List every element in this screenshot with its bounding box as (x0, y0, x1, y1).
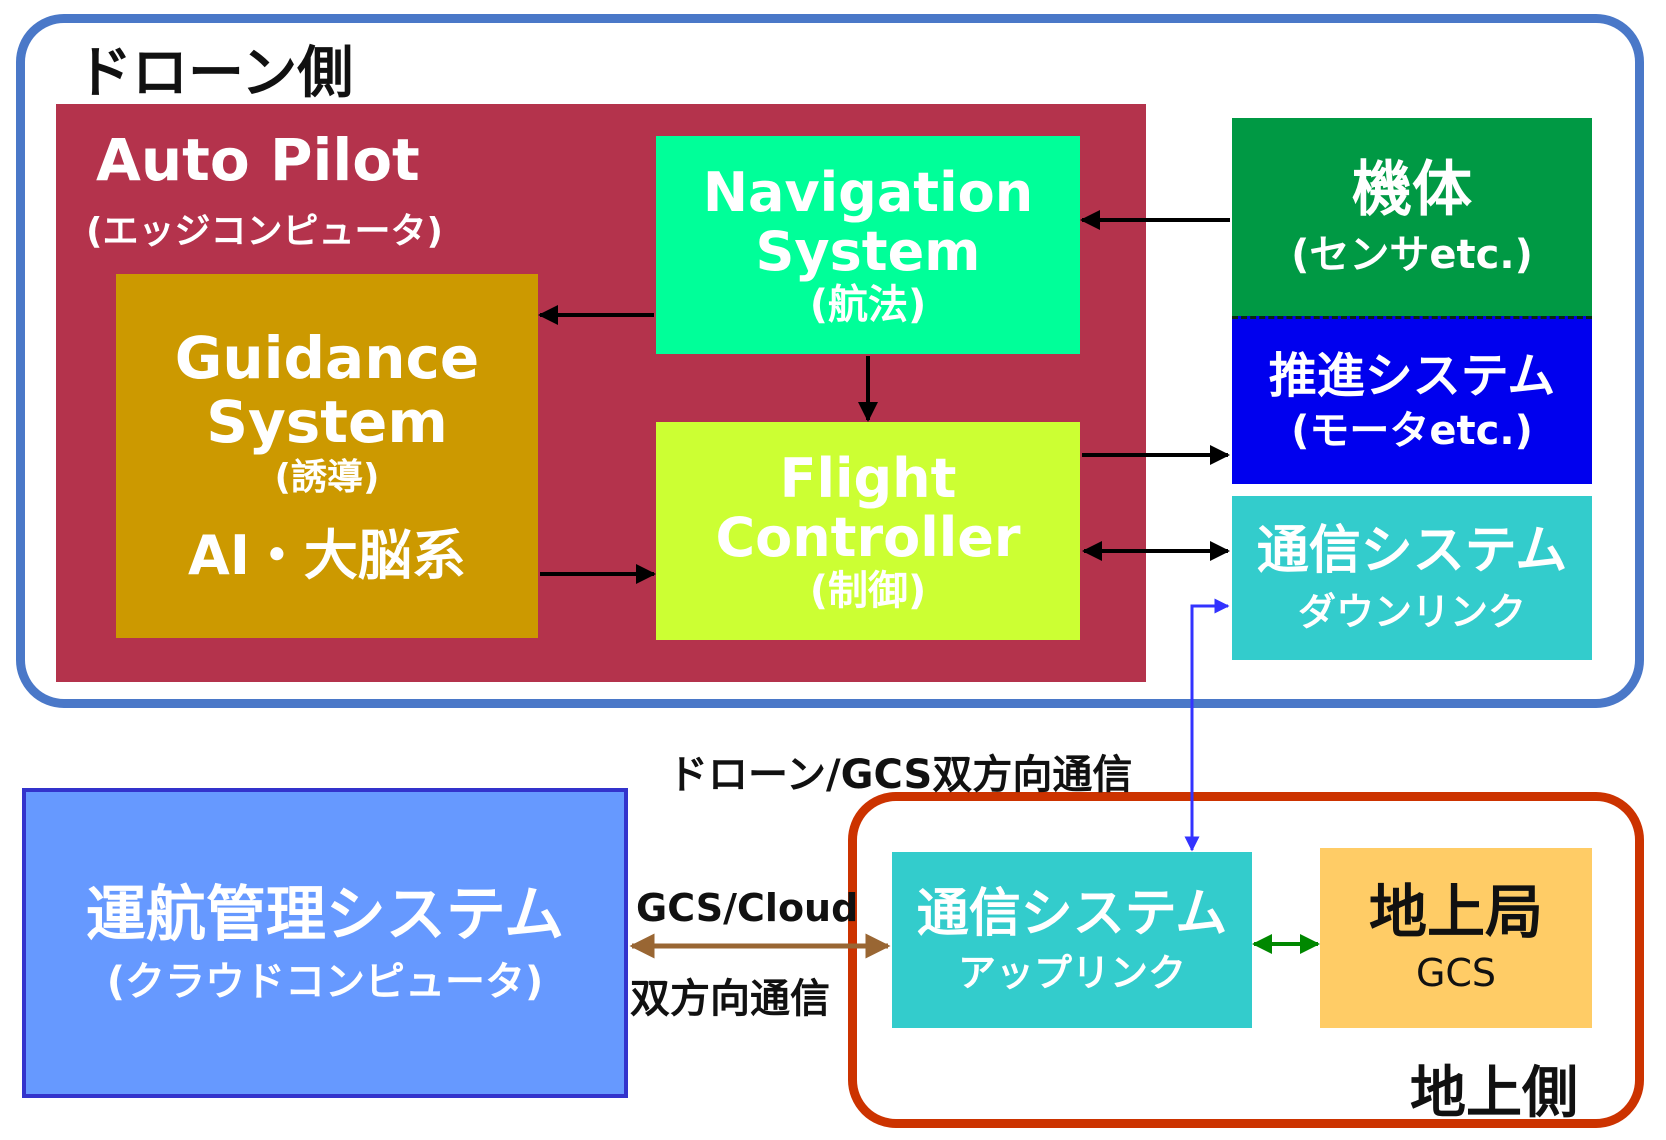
propulsion-system-box: 推進システム (モータetc.) (1232, 316, 1592, 484)
airframe-box: 機体 (センサetc.) (1232, 118, 1592, 316)
navigation-system-box: Navigation System (航法) (656, 136, 1080, 354)
comm-uplink-box: 通信システム アップリンク (892, 852, 1252, 1028)
flight-line1: Flight (779, 446, 957, 510)
guidance-line4: AI・大脳系 (188, 523, 466, 587)
autopilot-title: Auto Pilot (96, 126, 420, 194)
comm-downlink-box: 通信システム ダウンリンク (1232, 496, 1592, 660)
ground-side-title: 地上側 (1410, 1061, 1578, 1126)
comm-uplink-line2: アップリンク (957, 950, 1186, 995)
ground-station-box: 地上局 GCS (1320, 848, 1592, 1028)
navigation-line1: Navigation (702, 160, 1034, 224)
flight-controller-box: Flight Controller (制御) (656, 422, 1080, 640)
ground-station-line2: GCS (1415, 951, 1497, 995)
guidance-line1: Guidance (174, 323, 480, 392)
navigation-line3: (航法) (809, 282, 927, 329)
operations-line2: (クラウドコンピュータ) (106, 959, 544, 1005)
guidance-system-box: Guidance System (誘導) AI・大脳系 (116, 274, 538, 638)
airframe-line2: (センサetc.) (1291, 232, 1533, 278)
ground-station-line1: 地上局 (1368, 878, 1543, 947)
propulsion-line2: (モータetc.) (1291, 407, 1533, 454)
airframe-line1: 機体 (1352, 155, 1472, 225)
comm-uplink-line1: 通信システム (916, 883, 1228, 944)
comm-downlink-line2: ダウンリンク (1297, 589, 1526, 634)
navigation-line2: System (755, 220, 981, 283)
flight-line3: (制御) (809, 568, 927, 615)
operations-line1: 運航管理システム (85, 880, 565, 950)
autopilot-subtitle: (エッジコンピュータ) (86, 211, 443, 252)
guidance-line3: (誘導) (274, 457, 380, 499)
drone-side-title: ドローン側 (76, 41, 354, 106)
drone-gcs-link-label: ドローン/GCS双方向通信 (668, 752, 1133, 798)
gcs-cloud-link-label: GCS/Cloud (636, 886, 859, 930)
guidance-line2: System (206, 387, 448, 456)
operations-management-box: 運航管理システム (クラウドコンピュータ) (22, 788, 628, 1098)
gcs-cloud-link-label-2: 双方向通信 (630, 976, 830, 1022)
flight-line2: Controller (715, 506, 1021, 569)
propulsion-line1: 推進システム (1268, 348, 1556, 405)
comm-downlink-line1: 通信システム (1256, 520, 1568, 581)
